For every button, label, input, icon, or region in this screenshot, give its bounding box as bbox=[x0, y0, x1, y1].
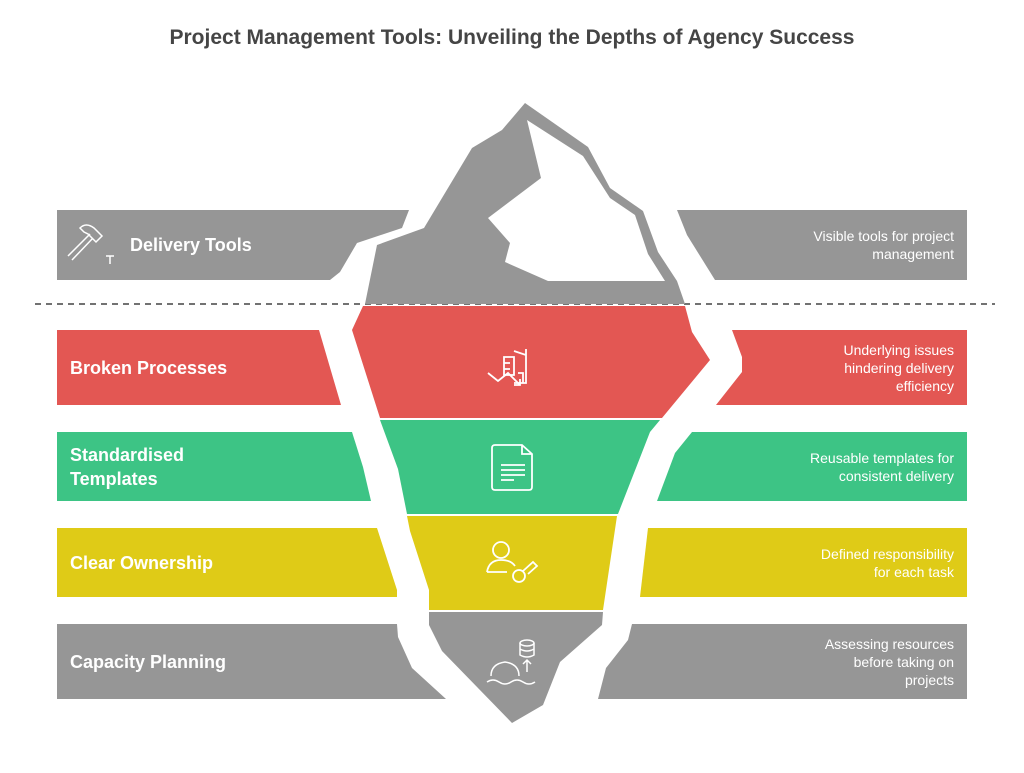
right-box-delivery-tools bbox=[677, 210, 967, 280]
hammer-nail-icon bbox=[67, 224, 114, 264]
layer-desc-capacity-planning: Assessing resources before taking on pro… bbox=[824, 636, 954, 688]
layer-label-delivery-tools: Delivery Tools bbox=[130, 235, 252, 255]
layer-desc-clear-ownership: Defined responsibility for each task bbox=[820, 546, 954, 580]
left-box-standardised-templates bbox=[57, 432, 371, 501]
layer-label-clear-ownership: Clear Ownership bbox=[70, 553, 214, 573]
left-box-broken-processes bbox=[57, 330, 341, 405]
layer-label-broken-processes: Broken Processes bbox=[70, 358, 228, 378]
left-box-clear-ownership bbox=[57, 528, 397, 597]
layer-desc-delivery-tools: Visible tools for project management bbox=[813, 228, 954, 262]
iceberg-layer-red bbox=[352, 306, 710, 418]
iceberg-snow bbox=[488, 120, 665, 281]
iceberg-layer-green bbox=[380, 420, 660, 514]
layer-label-capacity-planning: Capacity Planning bbox=[70, 652, 227, 672]
declining-building-icon bbox=[487, 349, 527, 386]
right-box-standardised-templates bbox=[657, 432, 967, 501]
layer-desc-standardised-templates: Reusable templates for consistent delive… bbox=[810, 450, 954, 484]
right-box-capacity-planning bbox=[598, 624, 967, 699]
person-key-icon bbox=[486, 541, 539, 583]
left-box-delivery-tools bbox=[57, 210, 409, 280]
layer-label-standardised-templates: Standardised Templates bbox=[70, 445, 185, 489]
right-box-clear-ownership bbox=[640, 528, 967, 597]
right-box-broken-processes bbox=[716, 330, 967, 405]
page-title: Project Management Tools: Unveiling the … bbox=[169, 26, 855, 49]
left-box-capacity-planning bbox=[57, 624, 446, 699]
layer-desc-broken-processes: Underlying issues hindering delivery eff… bbox=[843, 342, 955, 394]
document-icon bbox=[491, 444, 533, 491]
gear-database-icon bbox=[486, 639, 536, 685]
